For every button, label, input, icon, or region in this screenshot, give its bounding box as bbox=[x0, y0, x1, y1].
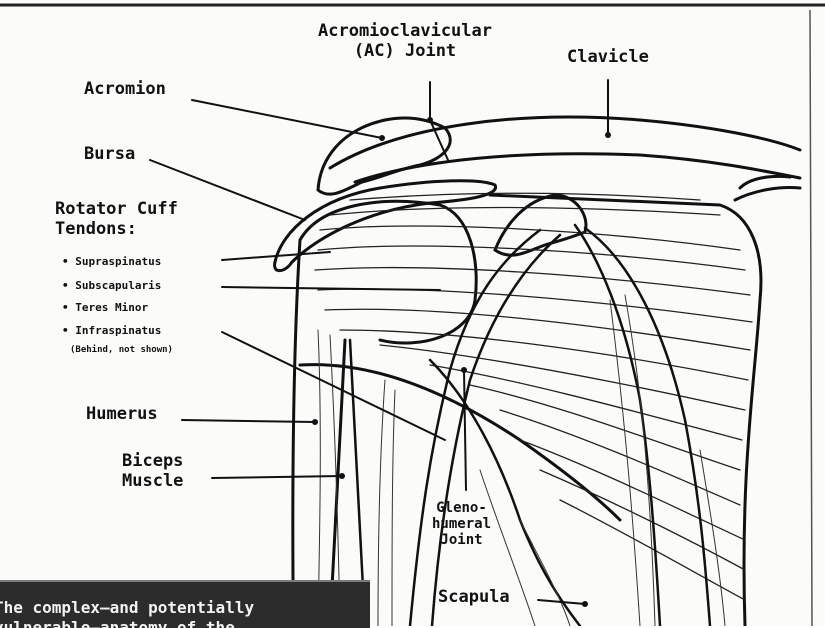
label-scapula: Scapula bbox=[438, 588, 510, 608]
biceps-tendons bbox=[350, 225, 710, 626]
label-infraspinatus-note: (Behind, not shown) bbox=[70, 345, 173, 355]
scapula-outline bbox=[490, 195, 761, 626]
caption-text: The complex—and potentially vulnerable—a… bbox=[0, 582, 370, 628]
label-biceps: Biceps Muscle bbox=[122, 452, 183, 491]
humerus-shaft bbox=[293, 240, 300, 580]
leader-acromion bbox=[192, 100, 382, 138]
label-bursa: Bursa bbox=[84, 145, 135, 165]
label-clavicle: Clavicle bbox=[567, 48, 649, 68]
right-border bbox=[810, 10, 812, 626]
label-humerus: Humerus bbox=[86, 405, 158, 425]
caption-box: The complex—and potentially vulnerable—a… bbox=[0, 580, 370, 628]
label-acromion: Acromion bbox=[84, 80, 166, 100]
label-supraspinatus: • Supraspinatus bbox=[62, 256, 161, 269]
label-subscapularis: • Subscapularis bbox=[62, 280, 161, 293]
muscle-fibers bbox=[315, 193, 752, 600]
label-ac-joint: Acromioclavicular (AC) Joint bbox=[318, 22, 492, 61]
coracoid bbox=[495, 195, 586, 255]
label-infraspinatus: • Infraspinatus bbox=[62, 325, 161, 338]
label-rotator-cuff: Rotator Cuff Tendons: bbox=[55, 200, 178, 239]
label-teres-minor: • Teres Minor bbox=[62, 302, 148, 315]
clavicle-shape bbox=[330, 117, 800, 182]
humeral-head bbox=[300, 201, 476, 343]
leader-biceps bbox=[212, 476, 342, 478]
leader-glenohumeral bbox=[464, 370, 466, 490]
label-glenohumeral: Gleno- humeral Joint bbox=[432, 500, 491, 548]
